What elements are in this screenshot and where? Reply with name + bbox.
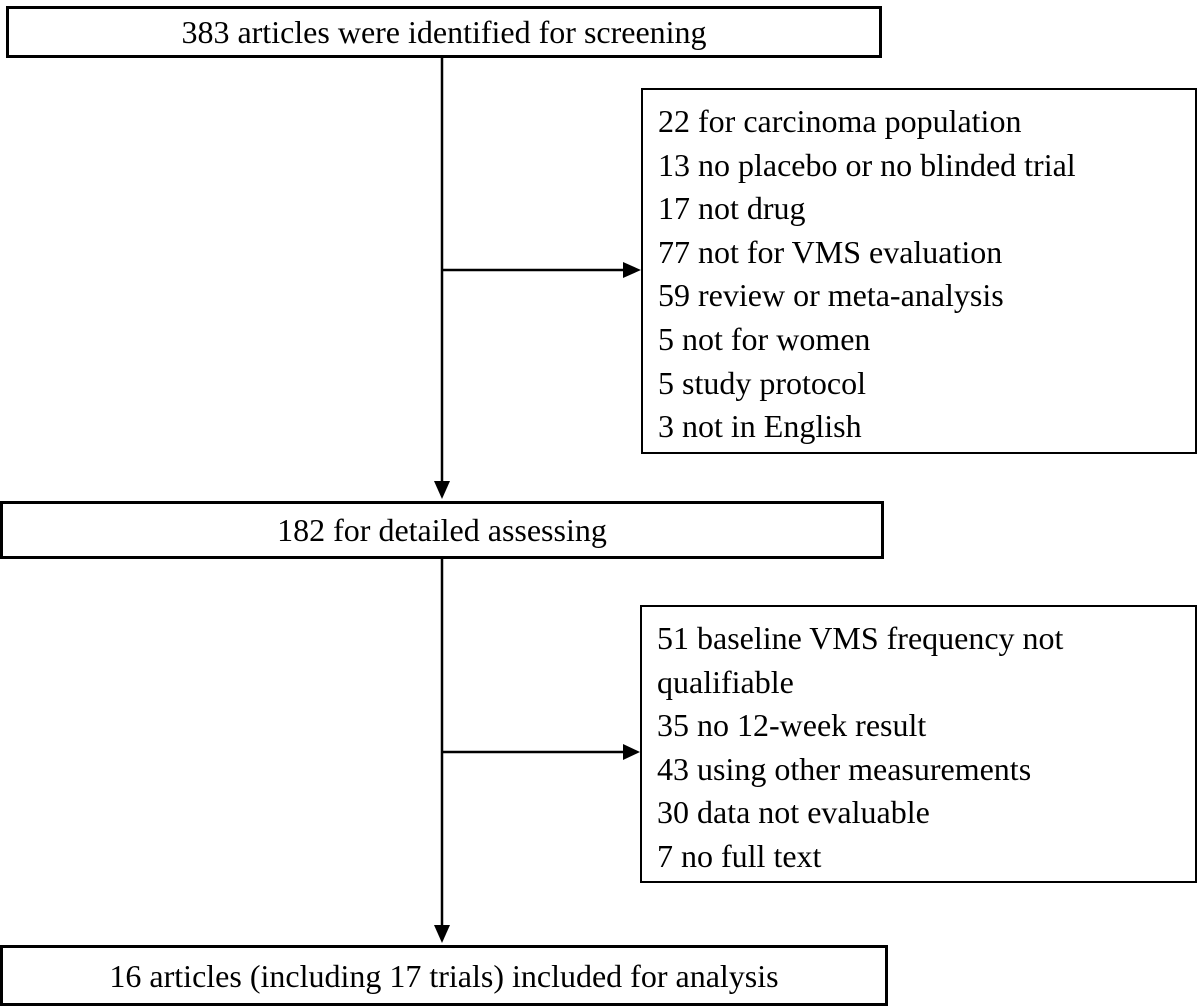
exclusion-reason: 77 not for VMS evaluation — [658, 233, 1003, 270]
included-box-label: 16 articles (including 17 trials) includ… — [109, 957, 779, 994]
exclusion-reason: 5 study protocol — [658, 364, 866, 401]
screening-box: 383 articles were identified for screeni… — [6, 6, 882, 58]
exclusion-reason: 35 no 12-week result — [657, 707, 927, 744]
arrow-detailed-to-included-head — [434, 925, 450, 943]
exclusion-reason: 17 not drug — [658, 190, 806, 227]
exclusion-reason: 22 for carcinoma population — [658, 103, 1022, 139]
detailed-assessing-box: 182 for detailed assessing — [0, 501, 884, 559]
arrow-screening-to-detailed-head — [434, 481, 450, 499]
included-box: 16 articles (including 17 trials) includ… — [0, 945, 888, 1006]
excluded-at-assessing-box: 51 baseline VMS frequency not qualifiabl… — [640, 605, 1197, 883]
exclusion-reason: 43 using other measurements — [657, 750, 1032, 787]
screening-box-label: 383 articles were identified for screeni… — [181, 14, 707, 50]
exclusion-reason: 5 not for women — [658, 320, 871, 357]
arrow-branch-exclusion2-head — [623, 744, 640, 760]
detailed-assessing-box-label: 182 for detailed assessing — [277, 512, 607, 548]
exclusion-reason: 59 review or meta-analysis — [658, 277, 1004, 314]
exclusion-reason: 3 not in English — [658, 408, 862, 445]
exclusion-reason: 13 no placebo or no blinded trial — [658, 146, 1076, 183]
arrow-branch-exclusion1-head — [623, 262, 641, 278]
excluded-at-screening-box: 22 for carcinoma population 13 no placeb… — [641, 88, 1197, 454]
exclusion-reason: 7 no full text — [657, 837, 822, 874]
exclusion-reason: 51 baseline VMS frequency not qualifiabl… — [657, 620, 1064, 700]
exclusion-reason: 30 data not evaluable — [657, 794, 930, 831]
